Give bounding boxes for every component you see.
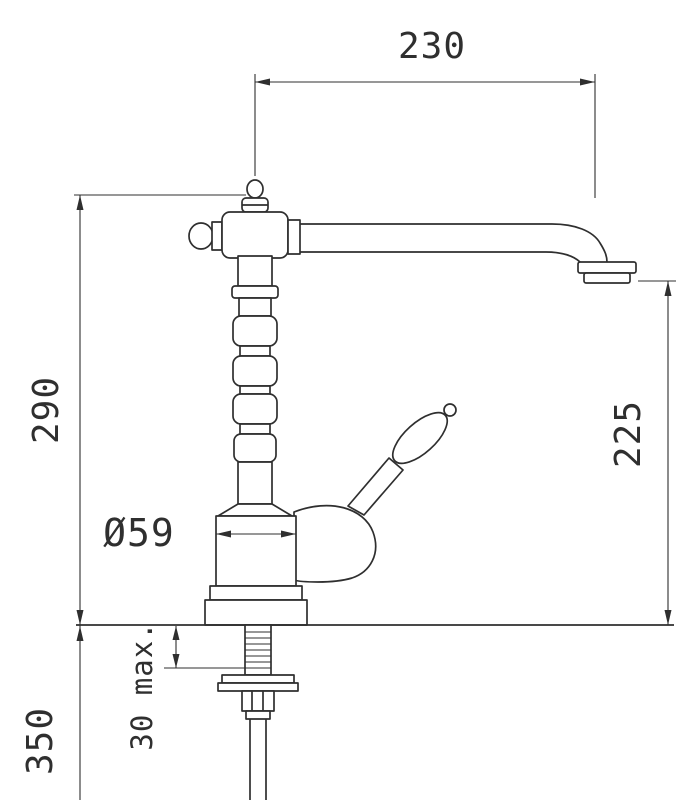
spout-bottom-edge	[300, 251, 581, 263]
tee-left-collar	[211, 221, 223, 251]
supply-hose	[249, 719, 267, 800]
faucet-finial	[241, 179, 269, 213]
arrowhead-top	[76, 626, 84, 641]
faucet-tee	[188, 211, 301, 259]
handle-grip	[391, 411, 449, 465]
dimension-label-below-deck: 350	[20, 707, 61, 775]
column-bulge	[233, 433, 277, 463]
faucet-body	[204, 515, 308, 626]
dimension-label-right-height: 225	[608, 400, 649, 468]
column-bulge	[232, 393, 278, 425]
dimension-label-top-width: 230	[398, 26, 466, 67]
handle-knob	[443, 403, 457, 417]
tee-left-knob	[188, 222, 214, 250]
finial-ball	[246, 179, 264, 199]
arrowhead-bottom	[76, 610, 84, 625]
arrowhead-top	[172, 626, 180, 640]
thread-hatching	[245, 631, 271, 669]
faucet-spout	[300, 223, 637, 284]
dimension-label-body-diameter: Ø59	[103, 511, 175, 555]
mounting-hardware	[217, 624, 299, 800]
dimension-label-deck-thickness: 30 max.	[125, 621, 159, 750]
column-cone	[217, 503, 293, 517]
mounting-nut	[241, 690, 275, 712]
tee-body	[221, 211, 289, 259]
arrowhead-top	[664, 281, 672, 296]
column-neck	[237, 255, 273, 287]
dimension-deck-thickness: 30 max.	[125, 621, 246, 751]
dimension-body-diameter: Ø59	[103, 511, 296, 555]
hose-collar	[245, 710, 271, 720]
tee-right-collar	[287, 219, 301, 255]
spout-top-edge	[300, 223, 608, 263]
column-bulge	[232, 355, 278, 387]
dimension-left-height: 290	[26, 194, 246, 625]
spout-flange	[577, 261, 637, 274]
dimension-below-deck: 350	[20, 625, 84, 800]
faucet-handle	[293, 403, 457, 583]
column-lower	[237, 461, 273, 505]
body-base	[204, 599, 308, 626]
dimension-top-width: 230	[254, 26, 596, 198]
mounting-gasket	[217, 682, 299, 692]
column-segment	[239, 423, 271, 435]
body-step	[209, 585, 303, 601]
dimension-label-left-height: 290	[26, 376, 67, 444]
column-segment	[239, 345, 271, 357]
arrowhead-bottom	[172, 654, 180, 668]
arrowhead-left	[216, 530, 231, 538]
nut-facets	[251, 691, 264, 711]
arrowhead-bottom	[664, 610, 672, 625]
body-block	[215, 515, 297, 587]
extension-lines	[254, 74, 596, 198]
arrowhead-right	[281, 530, 296, 538]
faucet-column	[217, 255, 293, 517]
dimension-right-height: 225	[608, 280, 676, 625]
handle-lever-arm	[347, 457, 404, 516]
faucet-outline	[76, 179, 674, 800]
column-segment	[238, 297, 272, 317]
column-bulge	[232, 315, 278, 347]
handle-housing	[293, 504, 377, 583]
arrowhead-left	[255, 78, 270, 86]
mounting-washer	[221, 674, 295, 684]
arrowhead-right	[580, 78, 595, 86]
column-ring	[231, 285, 279, 299]
spout-outlet-lip	[583, 272, 631, 284]
column-segment	[239, 385, 271, 395]
arrowhead-top	[76, 195, 84, 210]
